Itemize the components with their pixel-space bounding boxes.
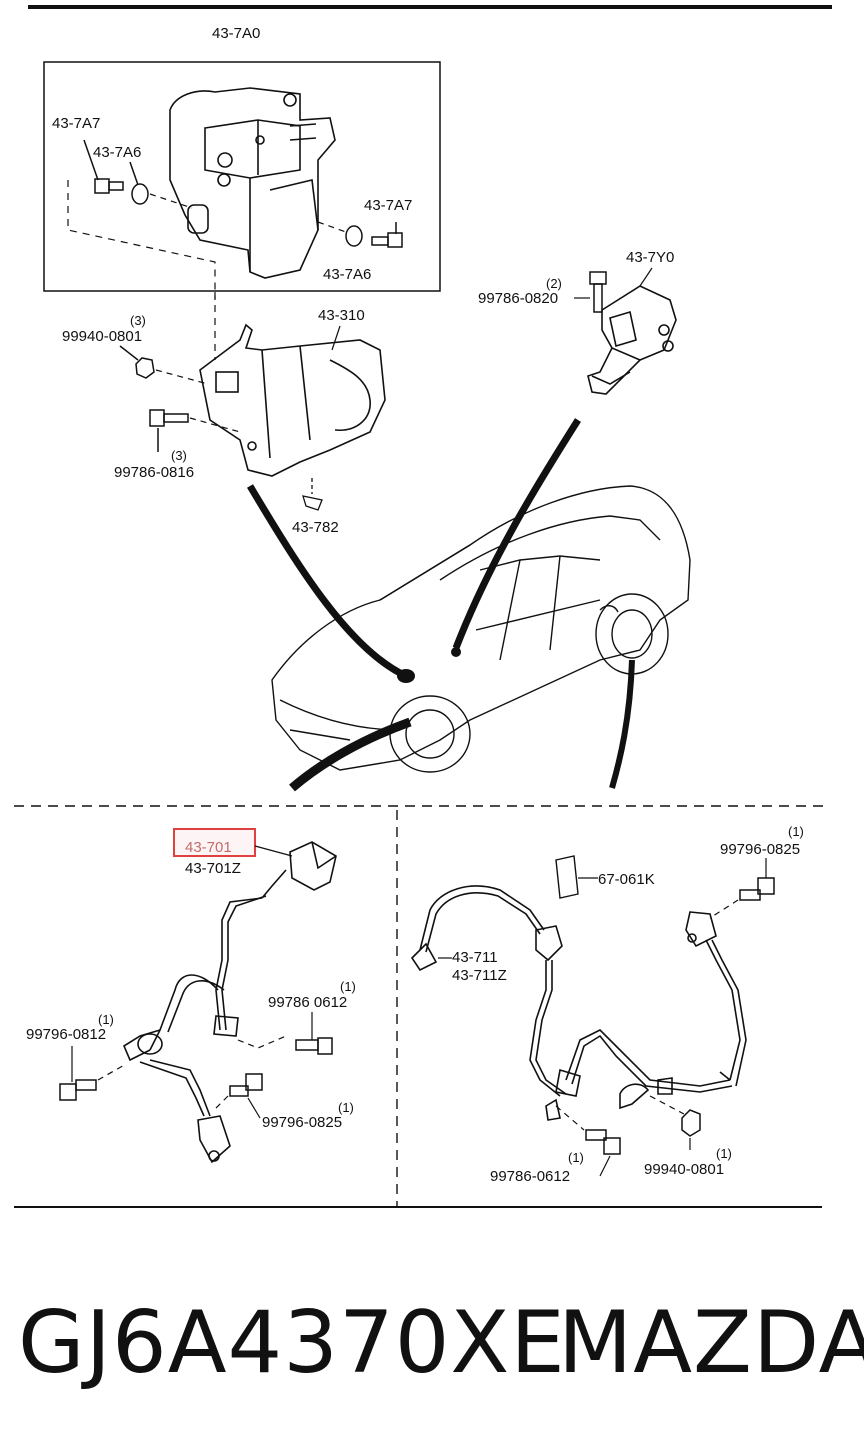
sensor-unit-illustration — [587, 285, 677, 395]
front-bolt-c-dashed — [213, 1095, 229, 1111]
sensor-unit-part-label: 43-7Y0 — [626, 249, 674, 266]
callout-curve-rear — [609, 659, 635, 789]
front-bolt-a-label: 99786 0612 — [268, 994, 347, 1011]
rear-sensor-illustration — [410, 885, 747, 1121]
car-illustration — [271, 485, 691, 773]
sensor-unit-group: 43-7Y0 (2) 99786-0820 — [478, 249, 677, 395]
bracket-nut-label: 99940-0801 — [62, 328, 142, 345]
front-bolt-a-icon — [295, 1037, 333, 1055]
abs-bushing-right-label: 43-7A6 — [323, 266, 371, 283]
rear-tag-label: 67-061K — [598, 871, 655, 888]
bracket-illustration — [199, 323, 386, 477]
abs-left-leader-dashed — [67, 180, 216, 300]
abs-location-marker — [397, 669, 415, 683]
rear-label-tag-icon — [555, 855, 579, 899]
rear-bolt-a-label: 99796-0825 — [720, 841, 800, 858]
rear-nut-label: 99940-0801 — [644, 1161, 724, 1178]
front-bolt-c-icon — [229, 1073, 263, 1097]
abs-right-dashed — [317, 221, 347, 233]
front-bolt-b-icon — [59, 1079, 97, 1101]
rear-bolt-a-dashed — [709, 899, 739, 919]
rear-part-label: 43-711 — [452, 949, 498, 966]
bracket-nut-icon — [119, 345, 155, 379]
abs-module-illustration — [169, 87, 336, 279]
abs-module-frame — [43, 61, 441, 292]
abs-module-group: 43-7A0 43-7A7 43-7A6 — [43, 25, 441, 300]
sensor-unit-bolt-icon — [589, 271, 607, 313]
sensor-unit-bolt-qty: (2) — [546, 276, 562, 291]
callout-curve-sensor-unit — [452, 418, 581, 650]
rear-nut-qty: (1) — [716, 1146, 732, 1161]
abs-right-bushing-icon — [345, 225, 363, 247]
bracket-bolt-label: 99786-0816 — [114, 464, 194, 481]
callout-curve-front — [289, 717, 412, 792]
highlight-box — [173, 828, 256, 857]
bracket-bolt-dashed — [189, 417, 241, 433]
rear-bolt-b-label: 99786-0612 — [490, 1168, 570, 1185]
front-bolt-c-qty: (1) — [338, 1100, 354, 1115]
sensor-unit-bolt-label: 99786-0820 — [478, 290, 558, 307]
rear-bolt-b-leader — [599, 1155, 611, 1177]
front-bolt-b-dashed — [97, 1063, 127, 1081]
front-sensor-group: 43-701 43-701Z (1) 99786 0612 (1) — [26, 828, 356, 1164]
rear-bolt-a-qty: (1) — [788, 824, 804, 839]
front-bolt-c-leader — [247, 1097, 261, 1119]
footer-brand: MAZDA — [558, 1293, 864, 1393]
abs-left-bolt-icon — [83, 139, 124, 194]
front-sensor-illustration — [122, 841, 337, 1164]
front-bolt-c-label: 99796-0825 — [262, 1114, 342, 1131]
bracket-bolt-qty: (3) — [171, 448, 187, 463]
bracket-clip-label: 43-782 — [292, 519, 339, 536]
front-sensor-part-highlighted: 43-701 — [185, 839, 232, 856]
bracket-part-label: 43-310 — [318, 307, 365, 324]
rear-sensor-group: 67-061K (1) 99796-0825 — [410, 824, 804, 1185]
rear-bolt-b-icon — [585, 1129, 621, 1155]
bracket-nut-dashed — [155, 369, 209, 385]
bracket-bolt-icon — [149, 409, 189, 452]
footer-part-number: GJ6A4370XE — [18, 1293, 566, 1393]
front-bolt-a-dashed — [237, 1035, 287, 1049]
rear-bolt-a-icon — [739, 877, 775, 901]
front-sensor-leader — [254, 845, 293, 857]
abs-left-bushing-icon — [129, 161, 149, 205]
sensor-unit-leader — [639, 267, 653, 287]
abs-right-bolt-icon — [371, 222, 403, 248]
front-sensor-part-alt: 43-701Z — [185, 860, 241, 877]
bracket-clip-icon — [302, 478, 323, 511]
callout-curve-abs — [246, 484, 408, 680]
abs-bushing-left-label: 43-7A6 — [93, 144, 141, 161]
abs-bolt-left-label: 43-7A7 — [52, 115, 100, 132]
front-bolt-b-label: 99796-0812 — [26, 1026, 106, 1043]
bracket-nut-qty: (3) — [130, 313, 146, 328]
front-bolt-a-qty: (1) — [340, 979, 356, 994]
rear-nut-icon — [681, 1109, 701, 1137]
sensor-unit-location-marker — [451, 647, 461, 657]
rear-part-alt-label: 43-711Z — [452, 967, 507, 984]
rear-nut-dashed — [649, 1095, 685, 1115]
rear-bolt-b-qty: (1) — [568, 1150, 584, 1165]
abs-group-label: 43-7A0 — [212, 25, 260, 42]
abs-bolt-right-label: 43-7A7 — [364, 197, 412, 214]
bracket-group: (3) 99940-0801 43-310 (3) 99786-0816 — [62, 307, 386, 536]
abs-left-bushing-dashed — [149, 193, 193, 209]
front-bolt-b-qty: (1) — [98, 1012, 114, 1027]
bracket-part-leader — [331, 325, 341, 351]
